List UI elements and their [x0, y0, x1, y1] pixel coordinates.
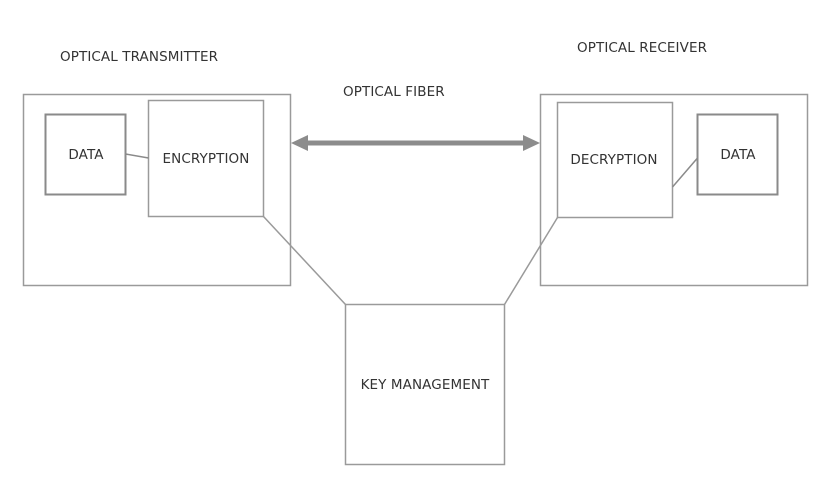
receiver-title: OPTICAL RECEIVER	[577, 40, 708, 56]
key-management-box	[344, 303, 506, 466]
transmitter-box	[22, 93, 292, 287]
encryption-box	[147, 99, 265, 218]
data-to-encryption-line	[125, 153, 149, 159]
key-management-label: KEY MANAGEMENT	[360, 377, 490, 393]
transmitter-title: OPTICAL TRANSMITTER	[60, 49, 219, 65]
receiver-box	[539, 93, 809, 287]
encryption-label: ENCRYPTION	[162, 151, 250, 167]
receiver-data-box	[696, 113, 779, 196]
decryption-to-key-line	[503, 217, 559, 305]
transmitter-data-label: DATA	[68, 147, 104, 163]
optical-fiber-arrow	[291, 135, 540, 151]
encryption-to-key-line	[262, 215, 347, 306]
decryption-box	[556, 101, 674, 219]
receiver-data-label: DATA	[720, 147, 756, 163]
decryption-to-data-line	[671, 157, 699, 188]
fiber-title: OPTICAL FIBER	[343, 84, 445, 100]
decryption-label: DECRYPTION	[570, 152, 658, 168]
